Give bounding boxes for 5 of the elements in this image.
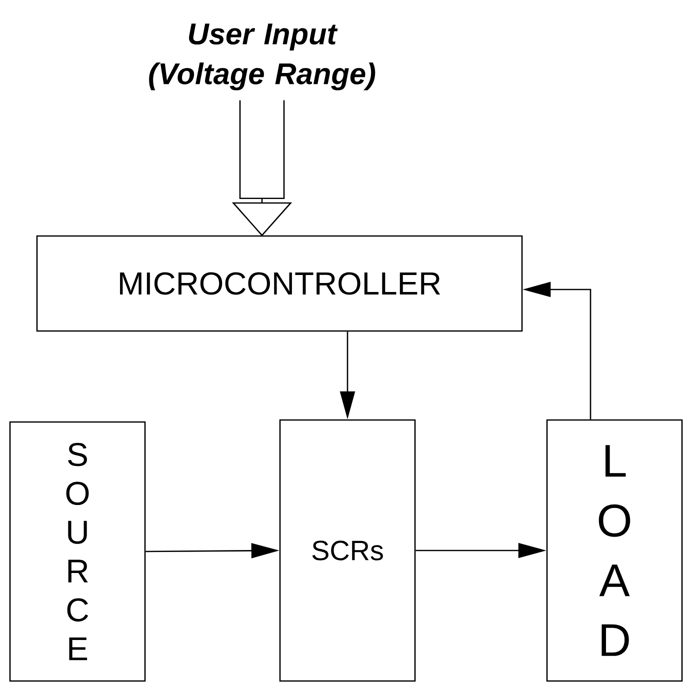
block-box: MICROCONTROLLER [36,235,523,332]
block-box: LOAD [546,419,683,682]
block-box: SOURCE [9,421,146,682]
input-label: User Input (Voltage Range) [149,24,376,90]
block-box: SCRs [279,419,416,682]
